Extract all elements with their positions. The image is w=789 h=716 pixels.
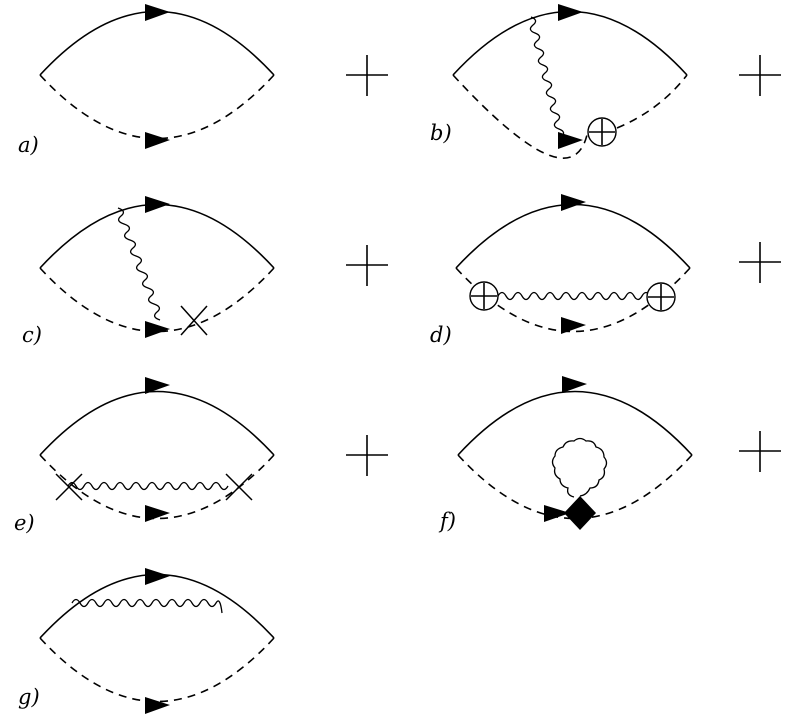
diagram-g: g) bbox=[18, 568, 275, 714]
plus-sign bbox=[739, 431, 781, 472]
diagram-b: b) bbox=[430, 4, 781, 159]
cross-vertex bbox=[55, 473, 83, 501]
plus-sign bbox=[346, 435, 388, 476]
solid-propagator bbox=[457, 390, 693, 456]
solid-propagator bbox=[452, 10, 688, 76]
photon-propagator bbox=[529, 16, 565, 138]
arrow-head bbox=[145, 196, 170, 213]
diagram-d: d) bbox=[430, 194, 781, 347]
arrow-head bbox=[145, 377, 170, 394]
diagram-a: a) bbox=[18, 4, 388, 157]
arrow-head bbox=[145, 132, 170, 149]
dashed-propagator bbox=[39, 74, 275, 140]
arrow-head bbox=[561, 194, 586, 211]
arrow-head bbox=[558, 4, 583, 21]
dashed-propagator bbox=[39, 637, 275, 703]
diagram-label: g) bbox=[18, 685, 40, 709]
oplus-vertex bbox=[646, 282, 676, 312]
cross-vertex bbox=[180, 305, 208, 336]
arrow-head bbox=[558, 132, 583, 149]
plus-sign bbox=[739, 55, 781, 96]
solid-propagator bbox=[39, 573, 275, 639]
photon-propagator bbox=[71, 598, 223, 614]
diagram-c: c) bbox=[22, 196, 388, 347]
diagram-label: d) bbox=[430, 323, 452, 347]
diagram-f: f) bbox=[438, 376, 781, 533]
solid-propagator bbox=[39, 10, 275, 76]
dashed-propagator bbox=[452, 74, 588, 159]
arrow-head bbox=[145, 4, 170, 21]
oplus-vertex bbox=[587, 117, 617, 147]
photon-propagator bbox=[117, 207, 161, 321]
arrow-head bbox=[561, 317, 586, 334]
solid-propagator bbox=[39, 390, 275, 456]
arrow-head bbox=[145, 697, 170, 714]
arrow-head bbox=[145, 505, 170, 522]
arrow-head bbox=[544, 505, 570, 522]
dashed-propagator bbox=[39, 267, 275, 333]
cross-vertex bbox=[225, 473, 253, 501]
plus-sign bbox=[346, 55, 388, 96]
plus-sign bbox=[346, 245, 388, 286]
plus-sign bbox=[739, 242, 781, 283]
solid-propagator bbox=[39, 203, 275, 269]
photon-propagator bbox=[67, 481, 229, 491]
photon-propagator bbox=[497, 291, 651, 301]
diagram-label: e) bbox=[14, 511, 35, 535]
photon-loop bbox=[551, 437, 608, 498]
arrow-head bbox=[562, 376, 587, 393]
oplus-vertex bbox=[469, 281, 499, 311]
diagram-label: c) bbox=[22, 323, 42, 347]
dashed-propagator bbox=[616, 74, 688, 129]
diamond-vertex bbox=[564, 496, 596, 530]
arrow-head bbox=[145, 321, 170, 338]
solid-propagator bbox=[455, 203, 691, 269]
diagram-label: b) bbox=[430, 121, 452, 145]
diagram-e: e) bbox=[14, 377, 388, 535]
diagram-label: f) bbox=[438, 509, 456, 533]
arrow-head bbox=[145, 568, 170, 585]
diagram-label: a) bbox=[18, 133, 39, 157]
